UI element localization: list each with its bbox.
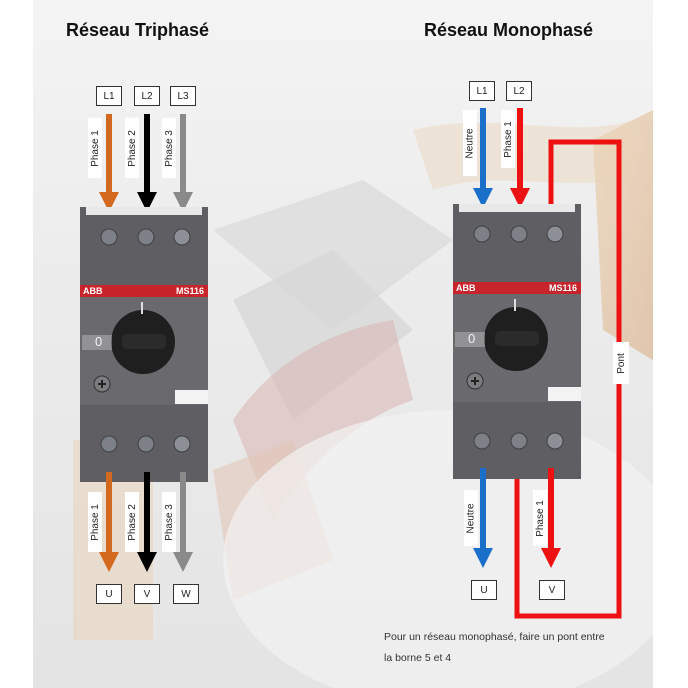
dial-off-mark[interactable]: 0	[95, 334, 103, 349]
label-phase2-out: Phase 2	[125, 492, 139, 552]
terminal-box-u-mono: U	[471, 580, 497, 600]
motor-protector-triphase: ABB MS116 0	[80, 205, 208, 482]
terminal-box-v: V	[134, 584, 160, 604]
label-phase1-out: Phase 1	[88, 492, 102, 552]
model-label: MS116	[175, 286, 204, 296]
arrow-phase3-out	[173, 472, 193, 572]
label-phase1-in: Phase 1	[88, 118, 102, 178]
label-text: Pont	[615, 352, 627, 374]
dial-off-mark[interactable]: 0	[468, 331, 476, 346]
title-monophase: Réseau Monophasé	[424, 20, 594, 40]
arrow-phase1-in-mono	[510, 108, 530, 208]
label-neutre-out: Neutre	[464, 490, 478, 546]
label-phase3-out: Phase 3	[162, 492, 176, 552]
label-text: Phase 2	[126, 503, 138, 541]
arrow-phase2-in	[137, 114, 157, 212]
terminal-box-u: U	[96, 584, 122, 604]
brand-label: ABB	[456, 283, 476, 293]
arrow-phase3-in	[173, 114, 193, 212]
footnote-line-1: Pour un réseau monophasé, faire un pont …	[384, 631, 605, 643]
arrow-phase1-out-mono	[541, 468, 561, 568]
terminal-box-w: W	[173, 584, 199, 604]
terminal-box-v-mono: V	[539, 580, 565, 600]
terminal-box-l1: L1	[96, 86, 122, 106]
arrow-phase1-in	[99, 114, 119, 212]
footnote: Pour un réseau monophasé, faire un pont …	[384, 627, 605, 669]
title-triphase: Réseau Triphasé	[66, 20, 210, 40]
label-phase3-in: Phase 3	[162, 118, 176, 178]
arrow-phase2-out	[137, 472, 157, 572]
motor-background-image	[73, 110, 653, 688]
terminal-box-l2-mono: L2	[506, 81, 532, 101]
terminal-box-l1-mono: L1	[469, 81, 495, 101]
label-pont: Pont	[613, 342, 629, 384]
motor-protector-monophase: ABB MS116 0	[453, 202, 581, 479]
terminal-box-l3: L3	[170, 86, 196, 106]
footnote-line-2: la borne 5 et 4	[384, 652, 452, 664]
diagram-canvas: Réseau Triphasé Réseau Monophasé L1 L2 L…	[33, 0, 653, 688]
brand-label: ABB	[83, 286, 103, 296]
label-phase1-out-mono: Phase 1	[533, 490, 547, 546]
label-neutre-in: Neutre	[463, 110, 477, 176]
terminal-box-l2: L2	[134, 86, 160, 106]
arrow-neutre-out	[473, 468, 493, 568]
arrow-neutre-in	[473, 108, 493, 208]
model-label: MS116	[548, 283, 577, 293]
label-phase2-in: Phase 2	[125, 118, 139, 178]
label-text: Phase 2	[126, 129, 138, 167]
arrow-phase1-out	[99, 472, 119, 572]
label-phase1-in-mono: Phase 1	[501, 110, 515, 168]
